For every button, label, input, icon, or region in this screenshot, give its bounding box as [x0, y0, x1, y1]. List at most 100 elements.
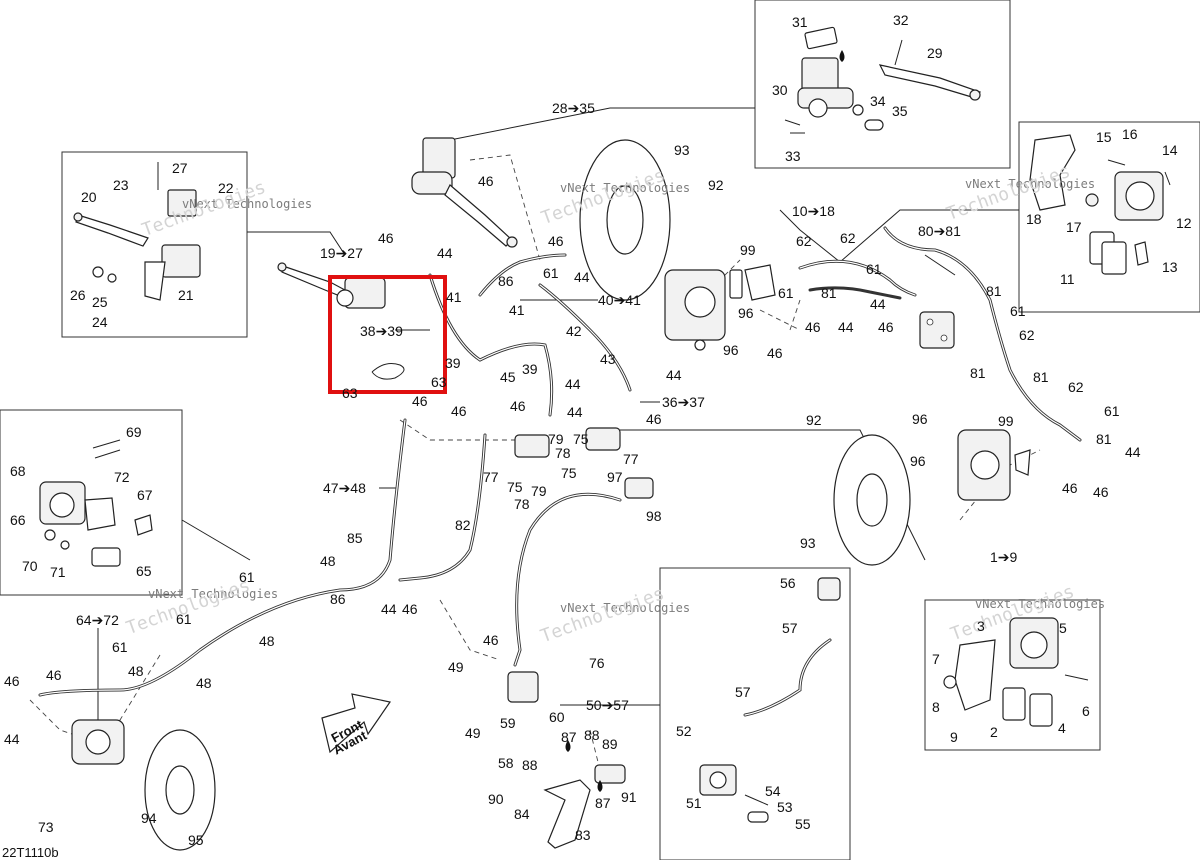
- callout-68[interactable]: 68: [10, 463, 26, 479]
- callout-22[interactable]: 22: [218, 180, 234, 196]
- callout-96-a[interactable]: 96: [738, 305, 754, 321]
- callout-30[interactable]: 30: [772, 82, 788, 98]
- range-19-27[interactable]: 19➔27: [320, 245, 363, 261]
- callout-46-i[interactable]: 46: [878, 319, 894, 335]
- callout-82[interactable]: 82: [455, 517, 471, 533]
- range-64-72[interactable]: 64➔72: [76, 612, 119, 628]
- callout-46-e[interactable]: 46: [451, 403, 467, 419]
- callout-91[interactable]: 91: [621, 789, 637, 805]
- callout-94[interactable]: 94: [141, 810, 157, 826]
- callout-34[interactable]: 34: [870, 93, 886, 109]
- callout-92-b[interactable]: 92: [806, 412, 822, 428]
- range-80-81[interactable]: 80➔81: [918, 223, 961, 239]
- callout-61-b[interactable]: 61: [866, 261, 882, 277]
- callout-63-a[interactable]: 63: [431, 374, 447, 390]
- callout-48-b[interactable]: 48: [259, 633, 275, 649]
- callout-61-h[interactable]: 61: [112, 639, 128, 655]
- callout-57-b[interactable]: 57: [735, 684, 751, 700]
- callout-44-d[interactable]: 44: [666, 367, 682, 383]
- callout-39-b[interactable]: 39: [522, 361, 538, 377]
- callout-75-c[interactable]: 75: [507, 479, 523, 495]
- callout-61-e[interactable]: 61: [1104, 403, 1120, 419]
- callout-76[interactable]: 76: [589, 655, 605, 671]
- callout-46-l[interactable]: 46: [1093, 484, 1109, 500]
- callout-16[interactable]: 16: [1122, 126, 1138, 142]
- callout-51[interactable]: 51: [686, 795, 702, 811]
- callout-49-a[interactable]: 49: [448, 659, 464, 675]
- callout-86-b[interactable]: 86: [330, 591, 346, 607]
- callout-75-a[interactable]: 75: [573, 431, 589, 447]
- callout-32[interactable]: 32: [893, 12, 909, 28]
- callout-44-c[interactable]: 44: [565, 376, 581, 392]
- callout-35[interactable]: 35: [892, 103, 908, 119]
- callout-44-i[interactable]: 44: [381, 601, 397, 617]
- callout-54[interactable]: 54: [765, 783, 781, 799]
- callout-44-a[interactable]: 44: [437, 245, 453, 261]
- callout-63-b[interactable]: 63: [342, 385, 358, 401]
- callout-7[interactable]: 7: [932, 651, 940, 667]
- range-50-57[interactable]: 50➔57: [586, 697, 629, 713]
- callout-29[interactable]: 29: [927, 45, 943, 61]
- callout-93-a[interactable]: 93: [674, 142, 690, 158]
- callout-67[interactable]: 67: [137, 487, 153, 503]
- range-10-18[interactable]: 10➔18: [792, 203, 835, 219]
- callout-46-o[interactable]: 46: [4, 673, 20, 689]
- callout-46-f[interactable]: 46: [510, 398, 526, 414]
- callout-87-b[interactable]: 87: [595, 795, 611, 811]
- callout-87-a[interactable]: 87: [561, 729, 577, 745]
- callout-48-a[interactable]: 48: [320, 553, 336, 569]
- callout-95[interactable]: 95: [188, 832, 204, 848]
- range-40-41[interactable]: 40➔41: [598, 292, 641, 308]
- callout-86-a[interactable]: 86: [498, 273, 514, 289]
- callout-45[interactable]: 45: [500, 369, 516, 385]
- callout-53[interactable]: 53: [777, 799, 793, 815]
- callout-26[interactable]: 26: [70, 287, 86, 303]
- range-1-9[interactable]: 1➔9: [990, 549, 1018, 565]
- callout-49-b[interactable]: 49: [465, 725, 481, 741]
- callout-2[interactable]: 2: [990, 724, 998, 740]
- callout-81-c[interactable]: 81: [970, 365, 986, 381]
- callout-9[interactable]: 9: [950, 729, 958, 745]
- callout-70[interactable]: 70: [22, 558, 38, 574]
- range-47-48[interactable]: 47➔48: [323, 480, 366, 496]
- callout-43[interactable]: 43: [600, 351, 616, 367]
- callout-57-a[interactable]: 57: [782, 620, 798, 636]
- callout-46-c[interactable]: 46: [548, 233, 564, 249]
- callout-39-a[interactable]: 39: [445, 355, 461, 371]
- callout-5[interactable]: 5: [1059, 620, 1067, 636]
- callout-46-j[interactable]: 46: [767, 345, 783, 361]
- callout-60[interactable]: 60: [549, 709, 565, 725]
- callout-46-g[interactable]: 46: [646, 411, 662, 427]
- range-36-37[interactable]: 36➔37: [662, 394, 705, 410]
- callout-8[interactable]: 8: [932, 699, 940, 715]
- callout-84[interactable]: 84: [514, 806, 530, 822]
- callout-98[interactable]: 98: [646, 508, 662, 524]
- callout-93-b[interactable]: 93: [800, 535, 816, 551]
- callout-88-b[interactable]: 88: [522, 757, 538, 773]
- callout-72[interactable]: 72: [114, 469, 130, 485]
- callout-62-c[interactable]: 62: [1019, 327, 1035, 343]
- callout-61-f[interactable]: 61: [239, 569, 255, 585]
- range-38-39[interactable]: 38➔39: [360, 323, 403, 339]
- callout-65[interactable]: 65: [136, 563, 152, 579]
- callout-81-d[interactable]: 81: [1033, 369, 1049, 385]
- callout-44-j[interactable]: 44: [4, 731, 20, 747]
- callout-44-h[interactable]: 44: [1125, 444, 1141, 460]
- callout-17[interactable]: 17: [1066, 219, 1082, 235]
- callout-23[interactable]: 23: [113, 177, 129, 193]
- callout-3[interactable]: 3: [977, 618, 985, 634]
- callout-15[interactable]: 15: [1096, 129, 1112, 145]
- callout-69[interactable]: 69: [126, 424, 142, 440]
- callout-92-a[interactable]: 92: [708, 177, 724, 193]
- callout-33[interactable]: 33: [785, 148, 801, 164]
- callout-27[interactable]: 27: [172, 160, 188, 176]
- callout-48-d[interactable]: 48: [196, 675, 212, 691]
- callout-81-a[interactable]: 81: [821, 285, 837, 301]
- callout-46-b[interactable]: 46: [378, 230, 394, 246]
- callout-78-b[interactable]: 78: [514, 496, 530, 512]
- callout-99-a[interactable]: 99: [740, 242, 756, 258]
- callout-79-a[interactable]: 79: [548, 431, 564, 447]
- callout-44-f[interactable]: 44: [870, 296, 886, 312]
- callout-66[interactable]: 66: [10, 512, 26, 528]
- callout-44-b[interactable]: 44: [574, 269, 590, 285]
